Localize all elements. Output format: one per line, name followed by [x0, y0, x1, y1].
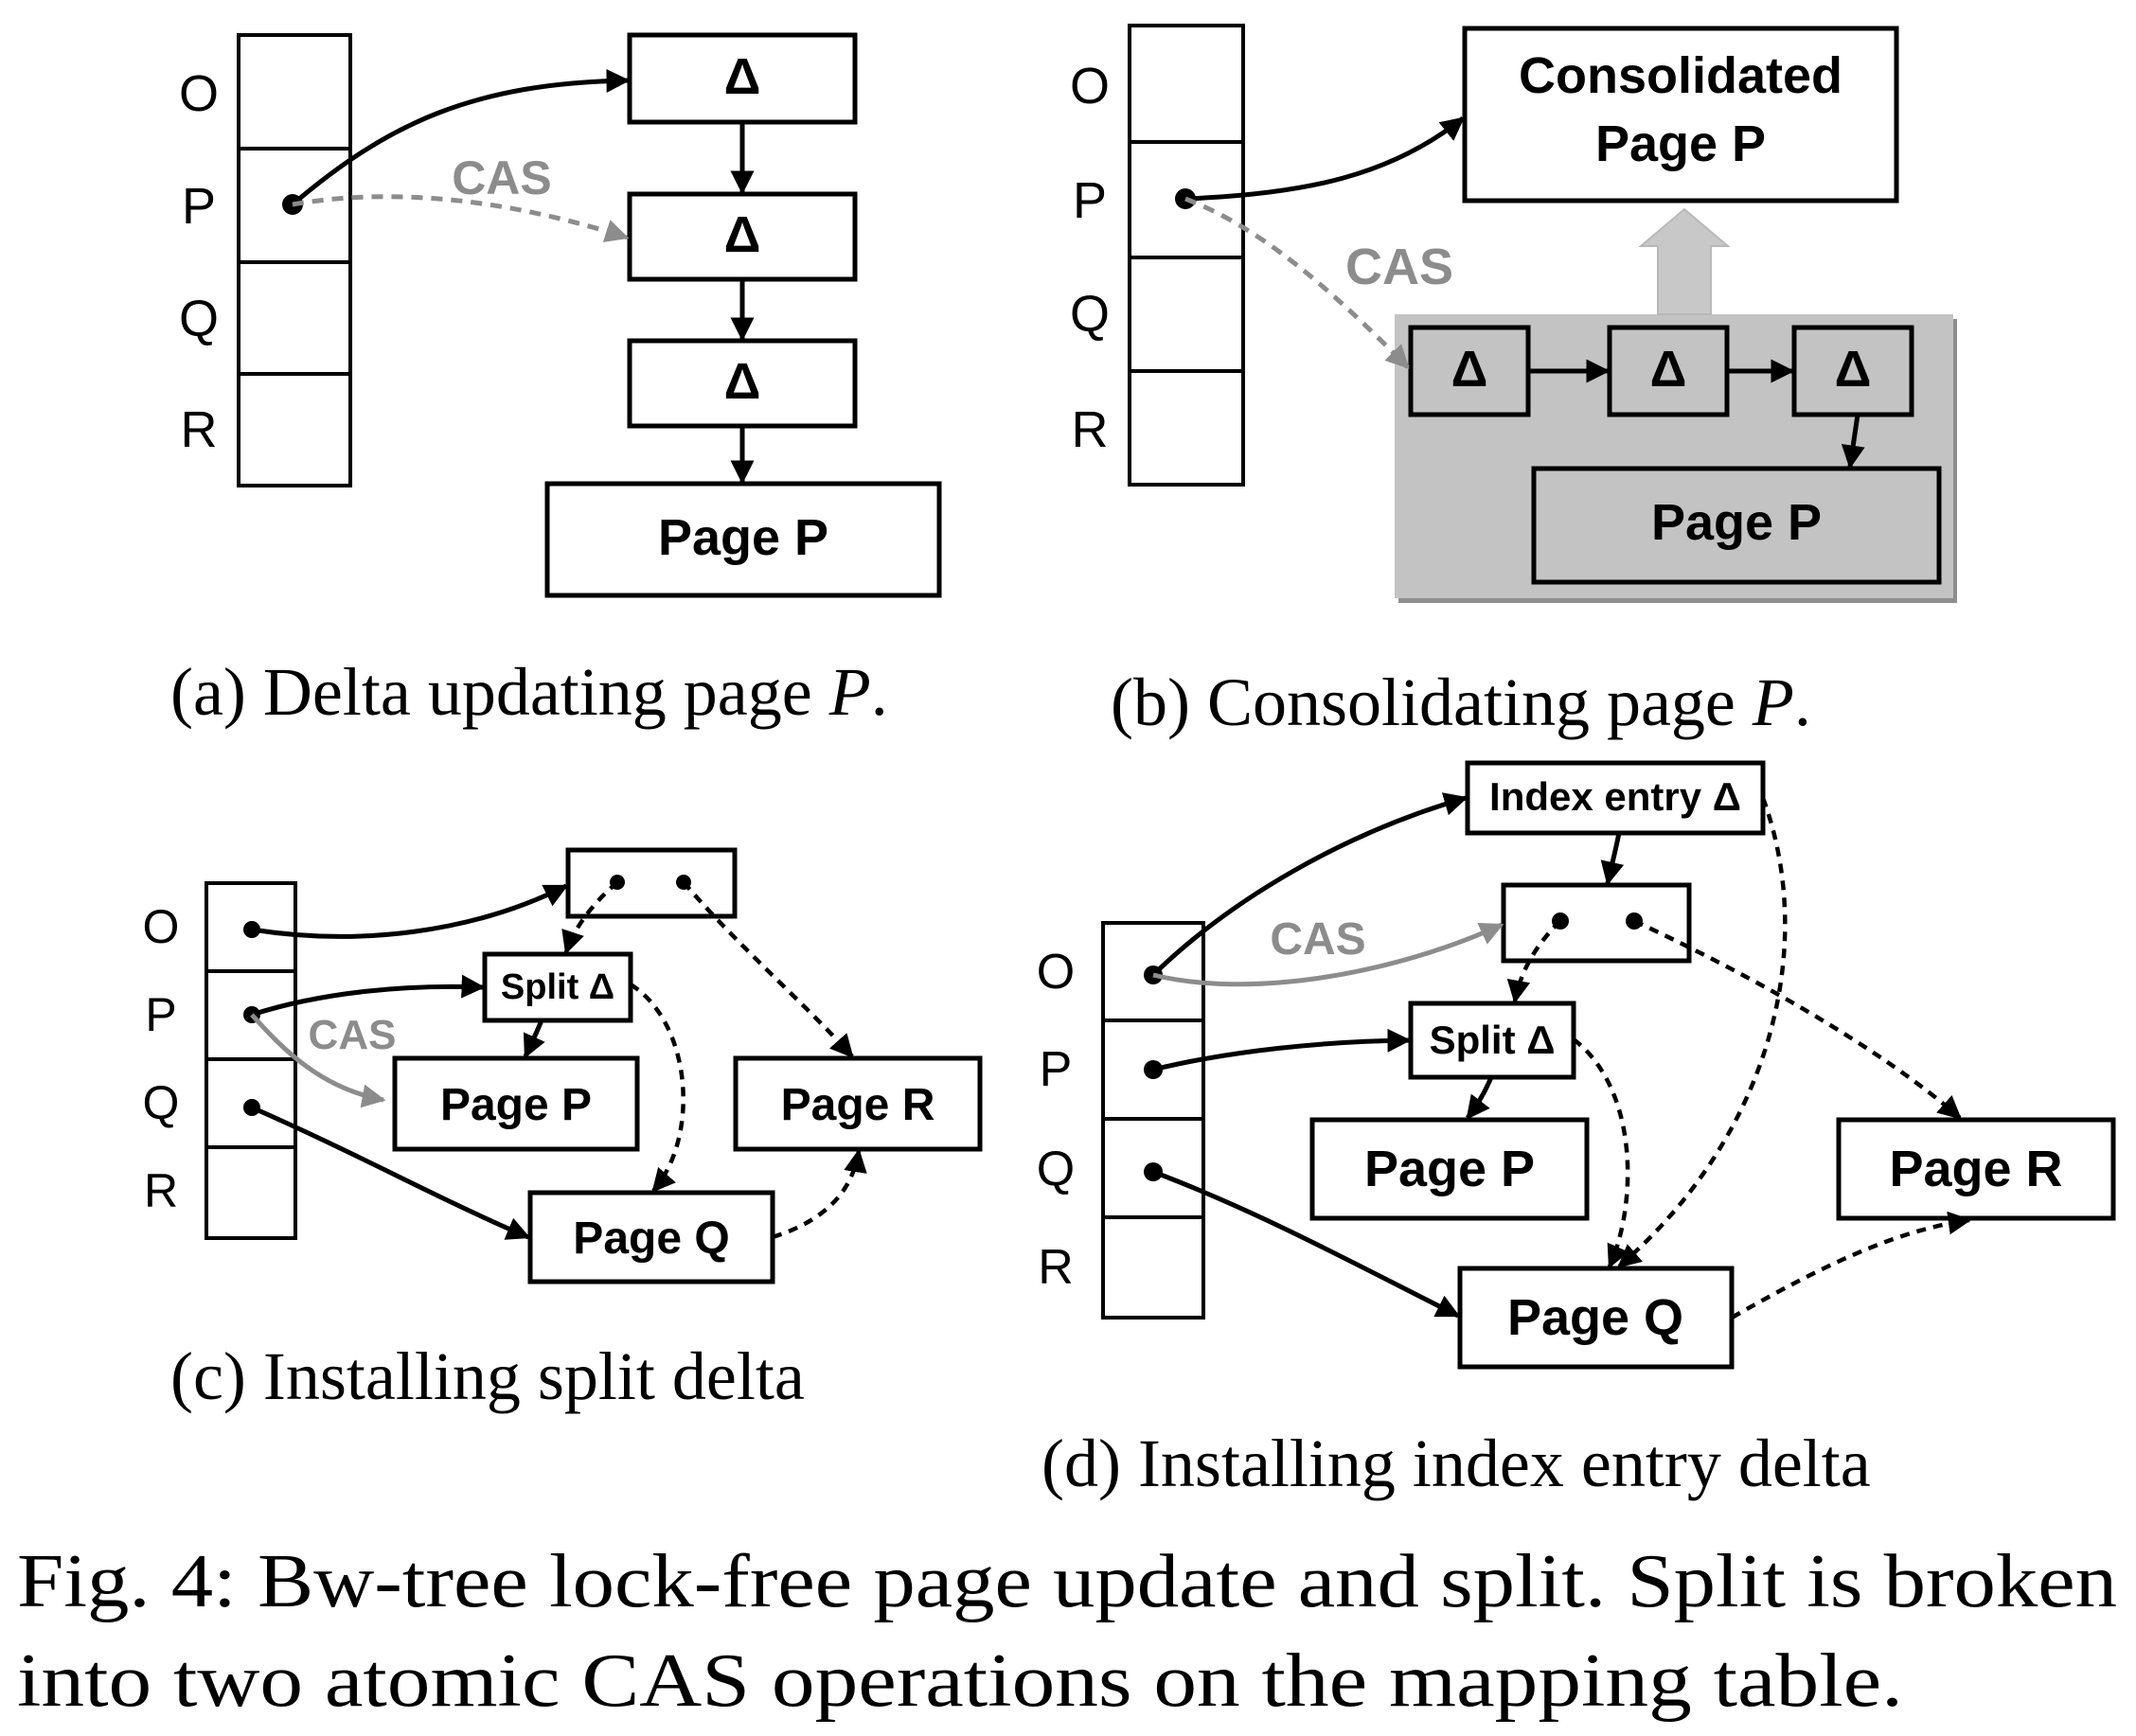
o-to-index-entry-arrow [1151, 792, 1468, 977]
figure-caption-line2: into two atomic CAS operations on the ma… [17, 1639, 1903, 1723]
new-pointer-arrow [291, 68, 631, 206]
page-q-to-page-r-dashed-arrow [772, 1148, 867, 1240]
page-label: Page P [1651, 494, 1822, 551]
cas-pointer-arrow [292, 194, 630, 242]
delta-label-3: Δ [724, 353, 761, 410]
caption-c: (c) Installing split delta [170, 1338, 805, 1414]
row-label-o: O [143, 900, 180, 953]
new-pointer-arrow [1184, 116, 1465, 202]
page-p-label: Page P [1364, 1141, 1535, 1197]
row-label-r: R [144, 1164, 178, 1217]
p-to-split-arrow [1152, 1028, 1412, 1072]
consolidated-label-line1: Consolidated [1519, 47, 1842, 104]
delta-label-1: Δ [724, 48, 761, 105]
split-delta-box [482, 951, 633, 1023]
index-entry-to-page-q-dashed-arrow [1617, 797, 1788, 1268]
delta-label-1: Δ [1451, 341, 1488, 398]
cas-pointer-arrow [1152, 922, 1504, 987]
page-q-label: Page Q [573, 1213, 729, 1264]
row-label-q: Q [1037, 1142, 1075, 1196]
split-to-page-q-dashed-arrow [1572, 1037, 1630, 1269]
page-q-to-page-r-dashed-arrow [1730, 1211, 1972, 1320]
page-label: Page P [658, 509, 828, 566]
panel-b: O P Q R Consolidated Page P Δ Δ Δ Page P… [1070, 24, 1957, 740]
delta-label-2: Δ [724, 206, 761, 263]
page-q-label: Page Q [1507, 1289, 1683, 1346]
row-label-r: R [181, 401, 218, 458]
q-to-page-q-arrow [1152, 1169, 1461, 1319]
row-label-p: P [145, 988, 176, 1041]
index-entry-to-index-node-arrow [1600, 832, 1625, 886]
q-to-page-q-arrow [250, 1105, 531, 1240]
row-label-o: O [179, 65, 219, 122]
split-delta-label: Split Δ [501, 967, 614, 1007]
row-label-r: R [1038, 1240, 1074, 1295]
delta-label-3: Δ [1835, 341, 1872, 398]
row-label-o: O [1070, 58, 1110, 115]
page-r-box [733, 1055, 983, 1152]
consolidated-label-line2: Page P [1595, 115, 1766, 172]
caption-a: (a) Delta updating page P. [170, 654, 888, 730]
page-box [544, 481, 942, 598]
row-label-q: Q [143, 1076, 180, 1129]
mapping-table-b [1128, 24, 1245, 487]
split-delta-label: Split Δ [1430, 1018, 1556, 1062]
row-label-q: Q [1070, 286, 1110, 343]
row-label-r: R [1072, 401, 1109, 458]
p-to-split-arrow [251, 974, 486, 1018]
row-label-q: Q [179, 291, 219, 347]
split-to-page-p-arrow [523, 1019, 545, 1059]
page-r-label: Page R [781, 1080, 935, 1130]
index-right-dashed-arrow [1633, 918, 1962, 1120]
delta-label-2: Δ [1650, 341, 1687, 398]
figure-caption-line1: Fig. 4: Bw-tree lock-free page update an… [17, 1540, 2117, 1623]
cas-pointer-arrow [1184, 196, 1410, 369]
index-node-box [565, 847, 738, 919]
delta-box-3 [627, 338, 858, 429]
cas-label: CAS [1345, 239, 1453, 295]
caption-b: (b) Consolidating page P. [1111, 664, 1811, 740]
row-label-o: O [1037, 945, 1075, 1000]
row-label-p: P [1040, 1042, 1073, 1097]
index-node-box [1501, 882, 1692, 964]
mapping-table-a [237, 33, 352, 487]
cas-label: CAS [309, 1012, 397, 1058]
cas-label: CAS [452, 151, 552, 204]
delta-box-1 [1408, 325, 1531, 417]
panel-d: O P Q R Index entry Δ Split Δ Page P Pag… [1037, 760, 2116, 1501]
page-p-box [392, 1055, 640, 1152]
row-label-p: P [182, 178, 216, 235]
page-r-box [1836, 1117, 2116, 1221]
consolidated-page-box [1462, 26, 1899, 204]
page-box [1531, 466, 1942, 585]
page-p-label: Page P [440, 1080, 592, 1130]
page-q-box [527, 1190, 775, 1284]
page-r-label: Page R [1889, 1141, 2062, 1197]
row-label-p: P [1073, 172, 1107, 229]
cas-pointer-arrow [250, 1013, 386, 1108]
caption-d: (d) Installing index entry delta [1041, 1426, 1871, 1501]
index-entry-delta-label: Index entry Δ [1489, 774, 1741, 819]
split-to-page-p-arrow [1466, 1076, 1494, 1120]
cas-label: CAS [1270, 914, 1365, 965]
delta-box-3 [1791, 325, 1914, 417]
panel-c: O P Q R Split Δ Page P Page R Page Q CAS… [143, 847, 983, 1414]
page-p-box [1309, 1117, 1590, 1221]
o-to-index-arrow [251, 883, 569, 939]
panel-a: O P Q R Δ Δ Δ Page P CAS (a) Delta updat… [170, 32, 942, 730]
link-arrow-3 [1841, 414, 1865, 469]
mapping-table-c [205, 881, 297, 1240]
consolidate-block-arrow [1638, 207, 1731, 315]
index-right-dashed-arrow [682, 880, 854, 1058]
split-delta-box [1408, 1001, 1576, 1080]
